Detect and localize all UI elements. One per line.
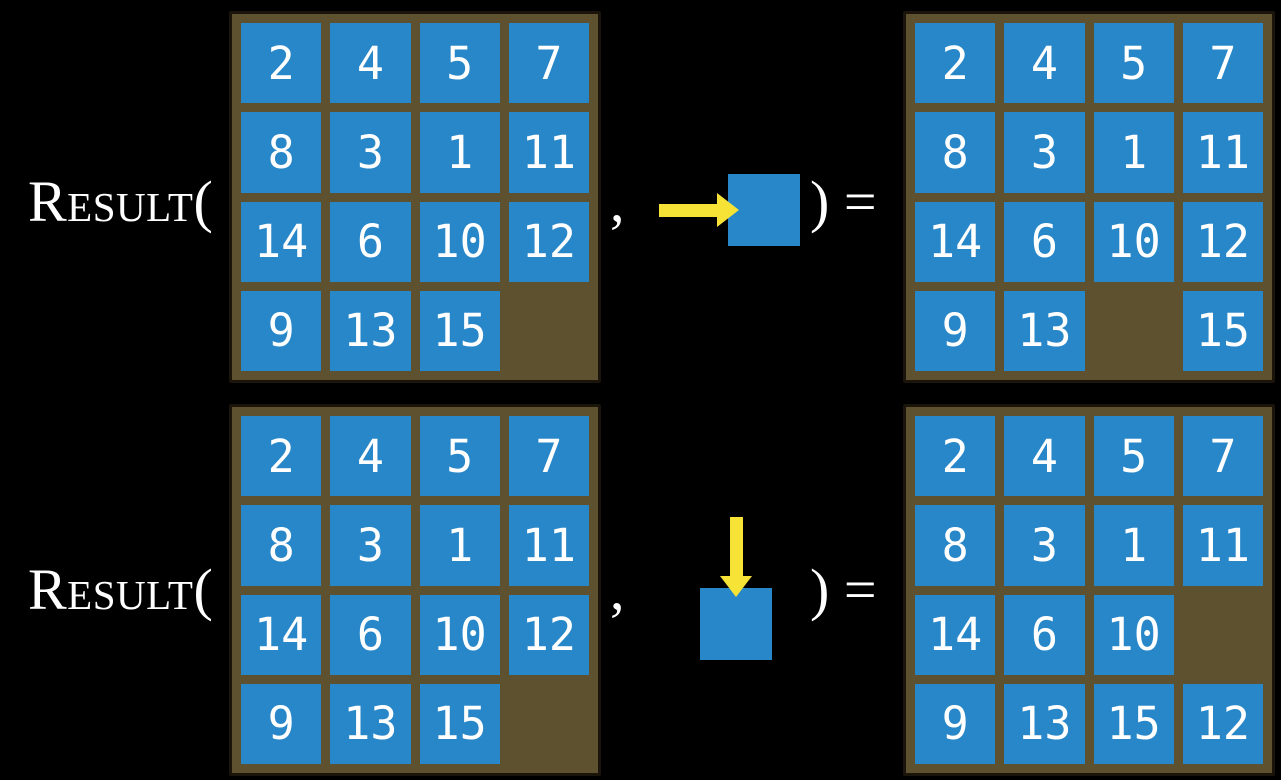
puzzle-tile-11: 11	[1182, 112, 1263, 193]
puzzle-tile-11: 11	[1182, 505, 1263, 586]
puzzle-tile-7: 7	[1182, 23, 1263, 104]
puzzle-tile-9: 9	[915, 290, 996, 371]
empty-cell	[509, 291, 589, 371]
puzzle-tile-15: 15	[1182, 290, 1263, 371]
action-tile-square	[728, 174, 800, 246]
puzzle-tile-8: 8	[915, 505, 996, 586]
puzzle-tile-3: 3	[330, 112, 411, 193]
puzzle-tile-4: 4	[1004, 23, 1085, 104]
arrow-down-icon	[720, 517, 752, 597]
puzzle-tile-10: 10	[1093, 594, 1174, 675]
puzzle-tile-3: 3	[330, 505, 411, 586]
puzzle-tile-10: 10	[419, 201, 500, 282]
arrow-head	[717, 193, 739, 227]
puzzle-tile-5: 5	[1093, 23, 1174, 104]
puzzle-tile-14: 14	[915, 594, 996, 675]
puzzle-tile-8: 8	[915, 112, 996, 193]
result-function-label: Result(	[28, 169, 214, 234]
puzzle-tile-2: 2	[915, 416, 996, 497]
puzzle-tile-1: 1	[419, 112, 500, 193]
puzzle-tile-6: 6	[1004, 594, 1085, 675]
puzzle-tile-7: 7	[1182, 416, 1263, 497]
close-paren-equals: ) =	[810, 557, 877, 622]
puzzle-tile-1: 1	[1093, 112, 1174, 193]
puzzle-tile-6: 6	[1004, 201, 1085, 282]
puzzle-tile-9: 9	[915, 683, 996, 764]
puzzle-tile-3: 3	[1004, 505, 1085, 586]
puzzle-tile-4: 4	[330, 416, 411, 497]
puzzle-tile-13: 13	[330, 290, 411, 371]
result-function-label: Result(	[28, 557, 214, 622]
puzzle-tile-10: 10	[1093, 201, 1174, 282]
puzzle-tile-12: 12	[508, 201, 589, 282]
puzzle-tile-5: 5	[419, 23, 500, 104]
puzzle-tile-1: 1	[1093, 505, 1174, 586]
puzzle-tile-13: 13	[1004, 683, 1085, 764]
puzzle-tile-15: 15	[419, 290, 500, 371]
puzzle-tile-15: 15	[1093, 683, 1174, 764]
puzzle-tile-12: 12	[1182, 683, 1263, 764]
puzzle-tile-6: 6	[330, 201, 411, 282]
puzzle-tile-13: 13	[330, 683, 411, 764]
puzzle-tile-4: 4	[330, 23, 411, 104]
puzzle-tile-12: 12	[508, 594, 589, 675]
puzzle-tile-3: 3	[1004, 112, 1085, 193]
arrow-head	[720, 576, 752, 597]
action-tile-square	[700, 588, 772, 660]
close-paren-equals: ) =	[810, 169, 877, 234]
puzzle-tile-13: 13	[1004, 290, 1085, 371]
puzzle-tile-8: 8	[241, 112, 322, 193]
comma-separator: ,	[610, 557, 625, 622]
puzzle-tile-10: 10	[419, 594, 500, 675]
puzzle-tile-2: 2	[241, 416, 322, 497]
puzzle-tile-14: 14	[241, 201, 322, 282]
puzzle-tile-5: 5	[1093, 416, 1174, 497]
puzzle-tile-12: 12	[1182, 201, 1263, 282]
puzzle-tile-9: 9	[241, 290, 322, 371]
puzzle-tile-8: 8	[241, 505, 322, 586]
puzzle-tile-2: 2	[241, 23, 322, 104]
empty-cell	[509, 684, 589, 764]
puzzle-tile-11: 11	[508, 505, 589, 586]
puzzle-tile-14: 14	[241, 594, 322, 675]
puzzle-tile-6: 6	[330, 594, 411, 675]
puzzle-tile-14: 14	[915, 201, 996, 282]
puzzle-tile-7: 7	[508, 23, 589, 104]
puzzle-tile-7: 7	[508, 416, 589, 497]
arrow-right-icon	[659, 193, 739, 227]
arrow-shaft	[729, 517, 743, 576]
empty-cell	[1094, 291, 1174, 371]
puzzle-tile-4: 4	[1004, 416, 1085, 497]
puzzle-tile-15: 15	[419, 683, 500, 764]
puzzle-tile-5: 5	[419, 416, 500, 497]
puzzle-tile-1: 1	[419, 505, 500, 586]
puzzle-tile-2: 2	[915, 23, 996, 104]
puzzle-tile-9: 9	[241, 683, 322, 764]
arrow-shaft	[659, 203, 717, 217]
empty-cell	[1183, 595, 1263, 675]
comma-separator: ,	[610, 169, 625, 234]
puzzle-tile-11: 11	[508, 112, 589, 193]
